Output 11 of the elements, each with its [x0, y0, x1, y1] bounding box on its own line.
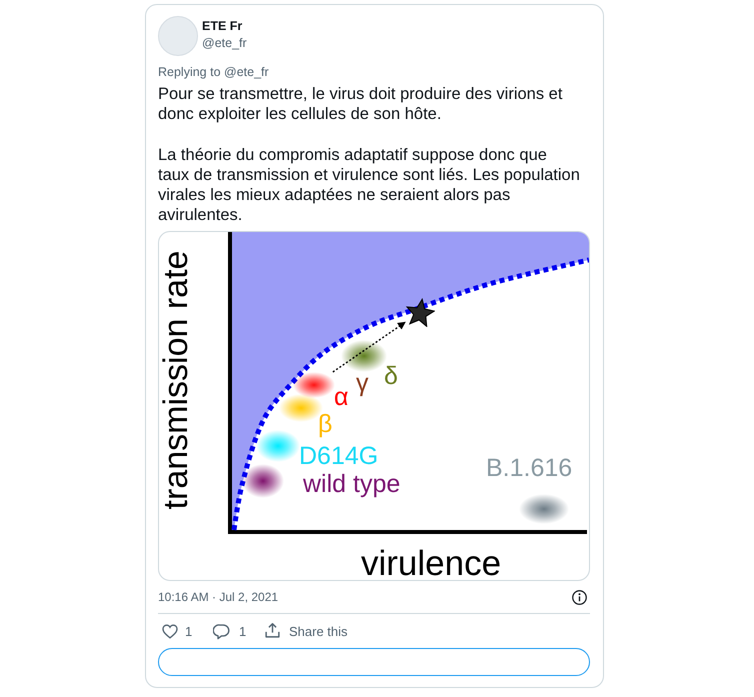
tweet-text: Pour se transmettre, le virus doit produire des virions et donc exploiter les cellules de son hôte. — [158, 84, 564, 124]
like-count: 1 — [185, 625, 192, 638]
user-handle: @ete_fr — [202, 37, 247, 50]
reply-count: 1 — [239, 625, 246, 638]
axis-title: virulence — [361, 547, 502, 580]
axis-title: transmission rate — [159, 250, 193, 512]
timestamp: 10:16 AM · Jul 2, 2021 — [158, 591, 278, 603]
tweet-text: La théorie du compromis adaptatif suppose donc que taux de transmission et virulence sont liés. Les population virales les mieux adaptées ne seraient alors pas avirulentes. — [158, 145, 581, 225]
reply-context: Replying to @ete_fr — [158, 66, 269, 78]
share-text: Share this — [289, 625, 348, 638]
display-name: ETE Fr — [202, 20, 242, 32]
